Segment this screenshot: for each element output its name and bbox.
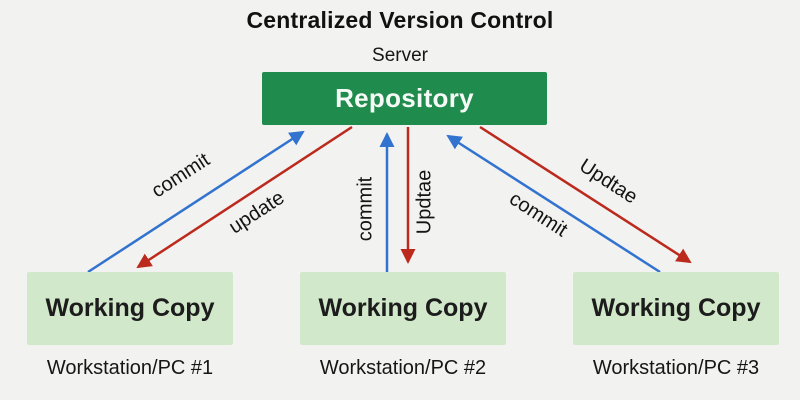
workstation-caption-2: Workstation/PC #2 (319, 357, 487, 379)
server-label: Server (372, 45, 428, 66)
workstation-2: Working Copy Workstation/PC #2 (300, 272, 506, 380)
working-copy-box-3: Working Copy (573, 272, 779, 345)
working-copy-box-1: Working Copy (27, 272, 233, 345)
update-arrow-pc3 (479, 125, 692, 264)
workstation-caption-1: Workstation/PC #1 (46, 357, 214, 379)
commit-label-pc2: commit (354, 176, 377, 242)
repository-box-label: Repository (335, 83, 474, 113)
commit-arrow-pc1 (87, 130, 305, 274)
workstation-1: Working Copy Workstation/PC #1 (27, 272, 233, 380)
commit-arrow-pc3 (446, 134, 661, 274)
working-copy-label-2: Working Copy (318, 294, 488, 322)
update-arrow-pc1 (136, 125, 353, 269)
update-label-pc2: Updtae (413, 169, 436, 235)
workstation-3: Working Copy Workstation/PC #3 (573, 272, 779, 380)
diagram-title: Centralized Version Control (246, 7, 554, 33)
working-copy-box-2: Working Copy (300, 272, 506, 345)
working-copy-label-1: Working Copy (45, 294, 215, 322)
repository-box: Repository (262, 72, 547, 125)
working-copy-label-3: Working Copy (591, 294, 761, 322)
workstation-caption-3: Workstation/PC #3 (592, 357, 760, 379)
